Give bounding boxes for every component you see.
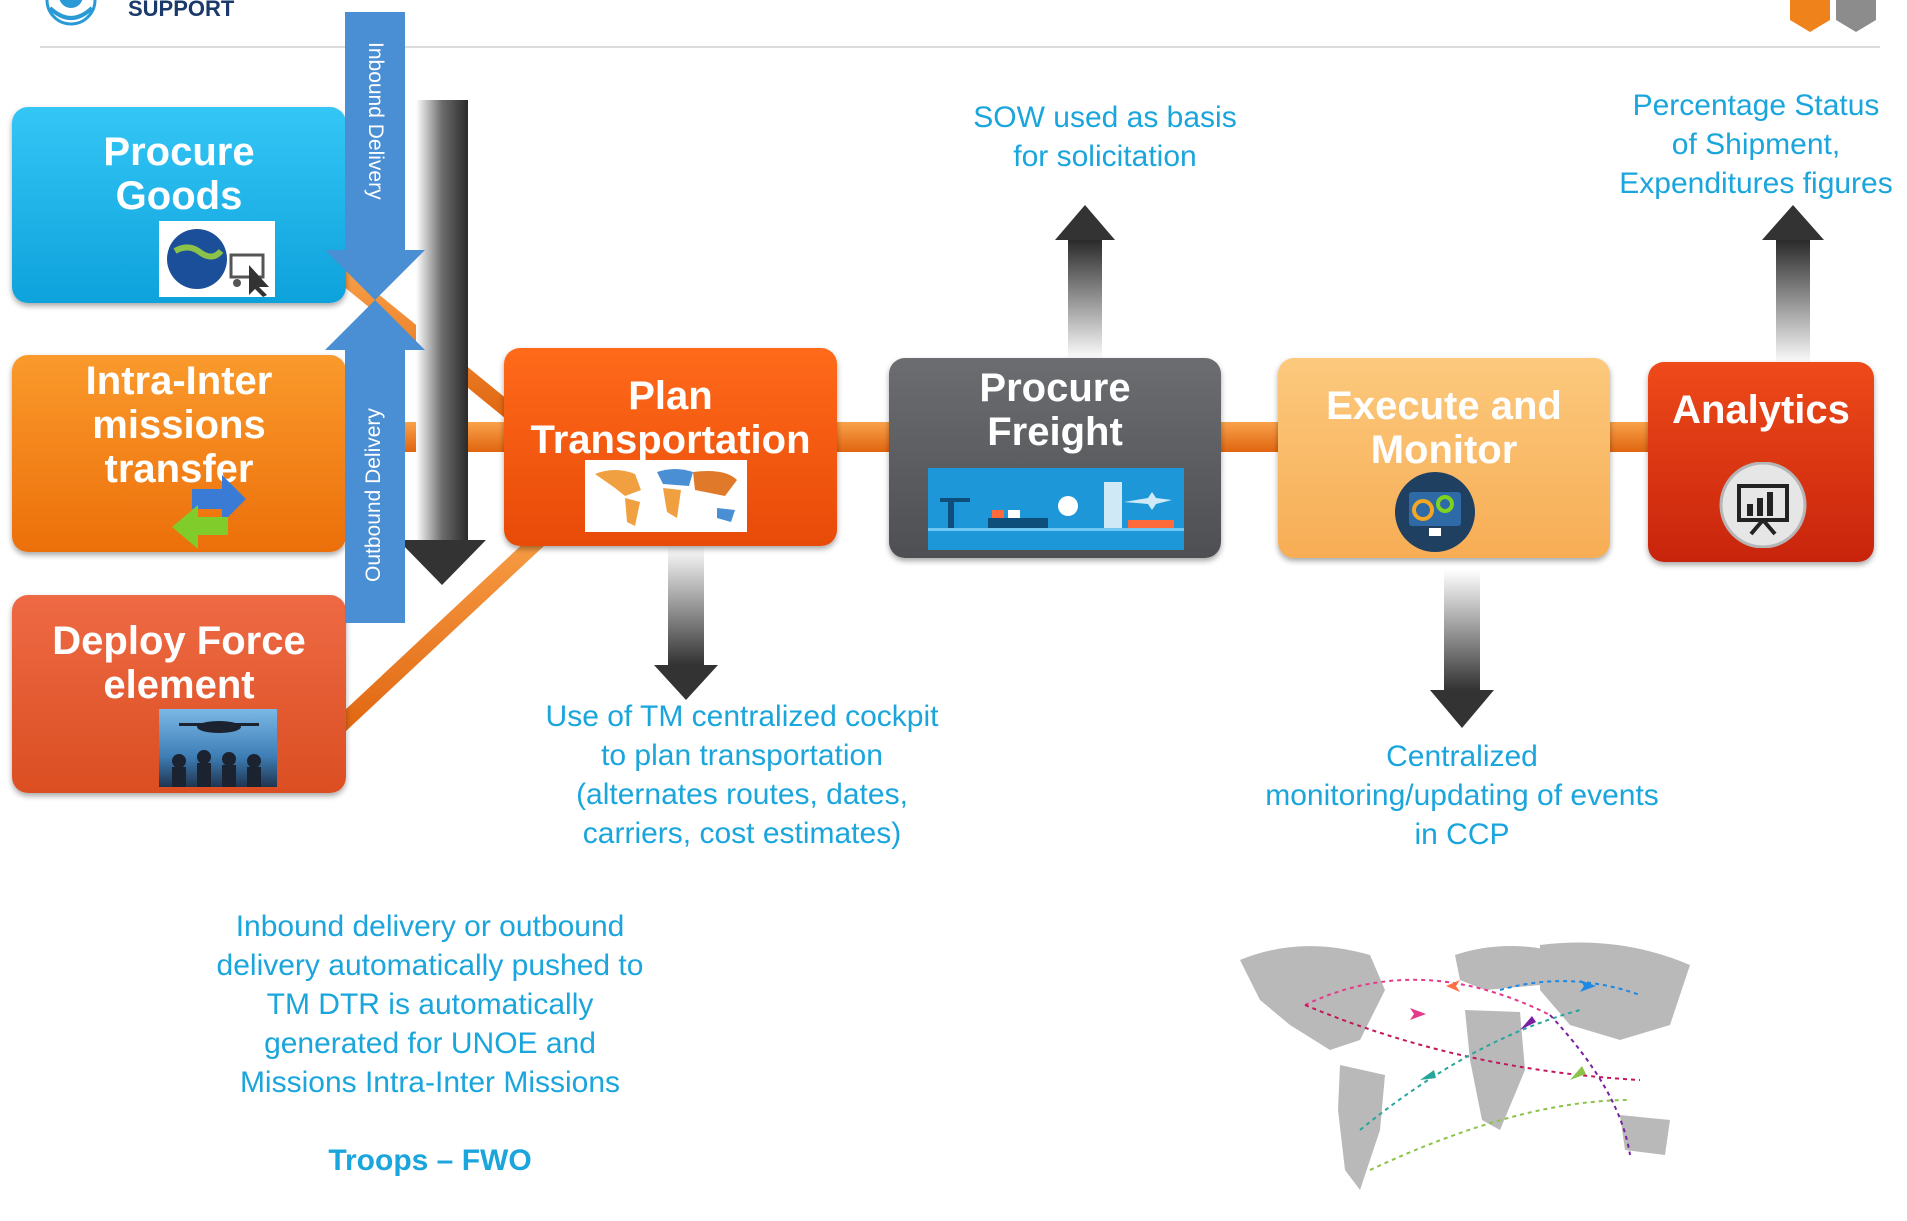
plan-arrow-head [654, 665, 718, 700]
inbound-note-bold: Troops – FWO [328, 1144, 532, 1177]
sow-arrow-shaft [1068, 240, 1102, 360]
presentation-chart-icon [1715, 461, 1811, 549]
procure-freight-title: Procure Freight [979, 366, 1131, 454]
inbound-note-text: Inbound delivery or outbound delivery au… [216, 910, 644, 1099]
procure-freight-box: Procure Freight [889, 358, 1221, 558]
procure-goods-title: Procure Goods [103, 130, 255, 218]
connector-deploy-to-plan [324, 514, 566, 741]
sow-arrow-head [1055, 205, 1115, 240]
execute-arrow-shaft [1444, 570, 1480, 695]
outbound-delivery-bar [345, 348, 405, 623]
execute-arrow-head [1430, 690, 1494, 728]
intra-inter-title: Intra-Inter missions transfer [85, 359, 273, 491]
plan-transportation-title: Plan Transportation [530, 374, 811, 462]
inbound-delivery-head [325, 250, 425, 300]
sow-note: SOW used as basis for solicitation [973, 101, 1237, 173]
analytics-arrow-shaft [1776, 240, 1810, 365]
world-flight-routes-map [1220, 930, 1700, 1216]
analytics-box: Analytics [1648, 362, 1874, 562]
outbound-delivery-label: Outbound Delivery [362, 408, 385, 582]
transfer-arrows-icon [172, 475, 252, 551]
intra-inter-box: Intra-Inter missions transfer [12, 355, 346, 552]
monitor-gears-icon [1383, 472, 1487, 552]
corner-logo [1790, 0, 1880, 34]
centralized-note: Centralized monitoring/updating of event… [1265, 740, 1659, 851]
org-name: SUPPORT [128, 0, 235, 21]
procure-goods-box: Procure Goods [12, 107, 346, 303]
execute-monitor-title: Execute and Monitor [1326, 384, 1562, 472]
vertical-flow-head [398, 540, 486, 585]
soldiers-photo [159, 709, 277, 787]
analytics-title: Analytics [1672, 388, 1850, 432]
outbound-delivery-head [325, 300, 425, 350]
world-map-icon [585, 460, 747, 532]
deploy-force-title: Deploy Force element [52, 619, 306, 707]
header-divider [40, 46, 1880, 48]
plan-arrow-shaft [668, 545, 704, 670]
globe-cart-icon [159, 221, 275, 297]
execute-monitor-box: Execute and Monitor [1278, 358, 1610, 558]
percentage-note: Percentage Status of Shipment, Expenditu… [1619, 89, 1893, 200]
freight-logistics-icon [928, 468, 1184, 550]
un-logo [40, 0, 102, 28]
inbound-delivery-label: Inbound Delivery [364, 42, 387, 200]
inbound-delivery-bar [345, 12, 405, 262]
analytics-arrow-head [1762, 205, 1824, 240]
tm-cockpit-note: Use of TM centralized cockpit to plan tr… [545, 700, 939, 850]
plan-transportation-box: Plan Transportation [504, 348, 837, 546]
deploy-force-box: Deploy Force element [12, 595, 346, 793]
inbound-note: Inbound delivery or outbound delivery au… [190, 868, 670, 1180]
